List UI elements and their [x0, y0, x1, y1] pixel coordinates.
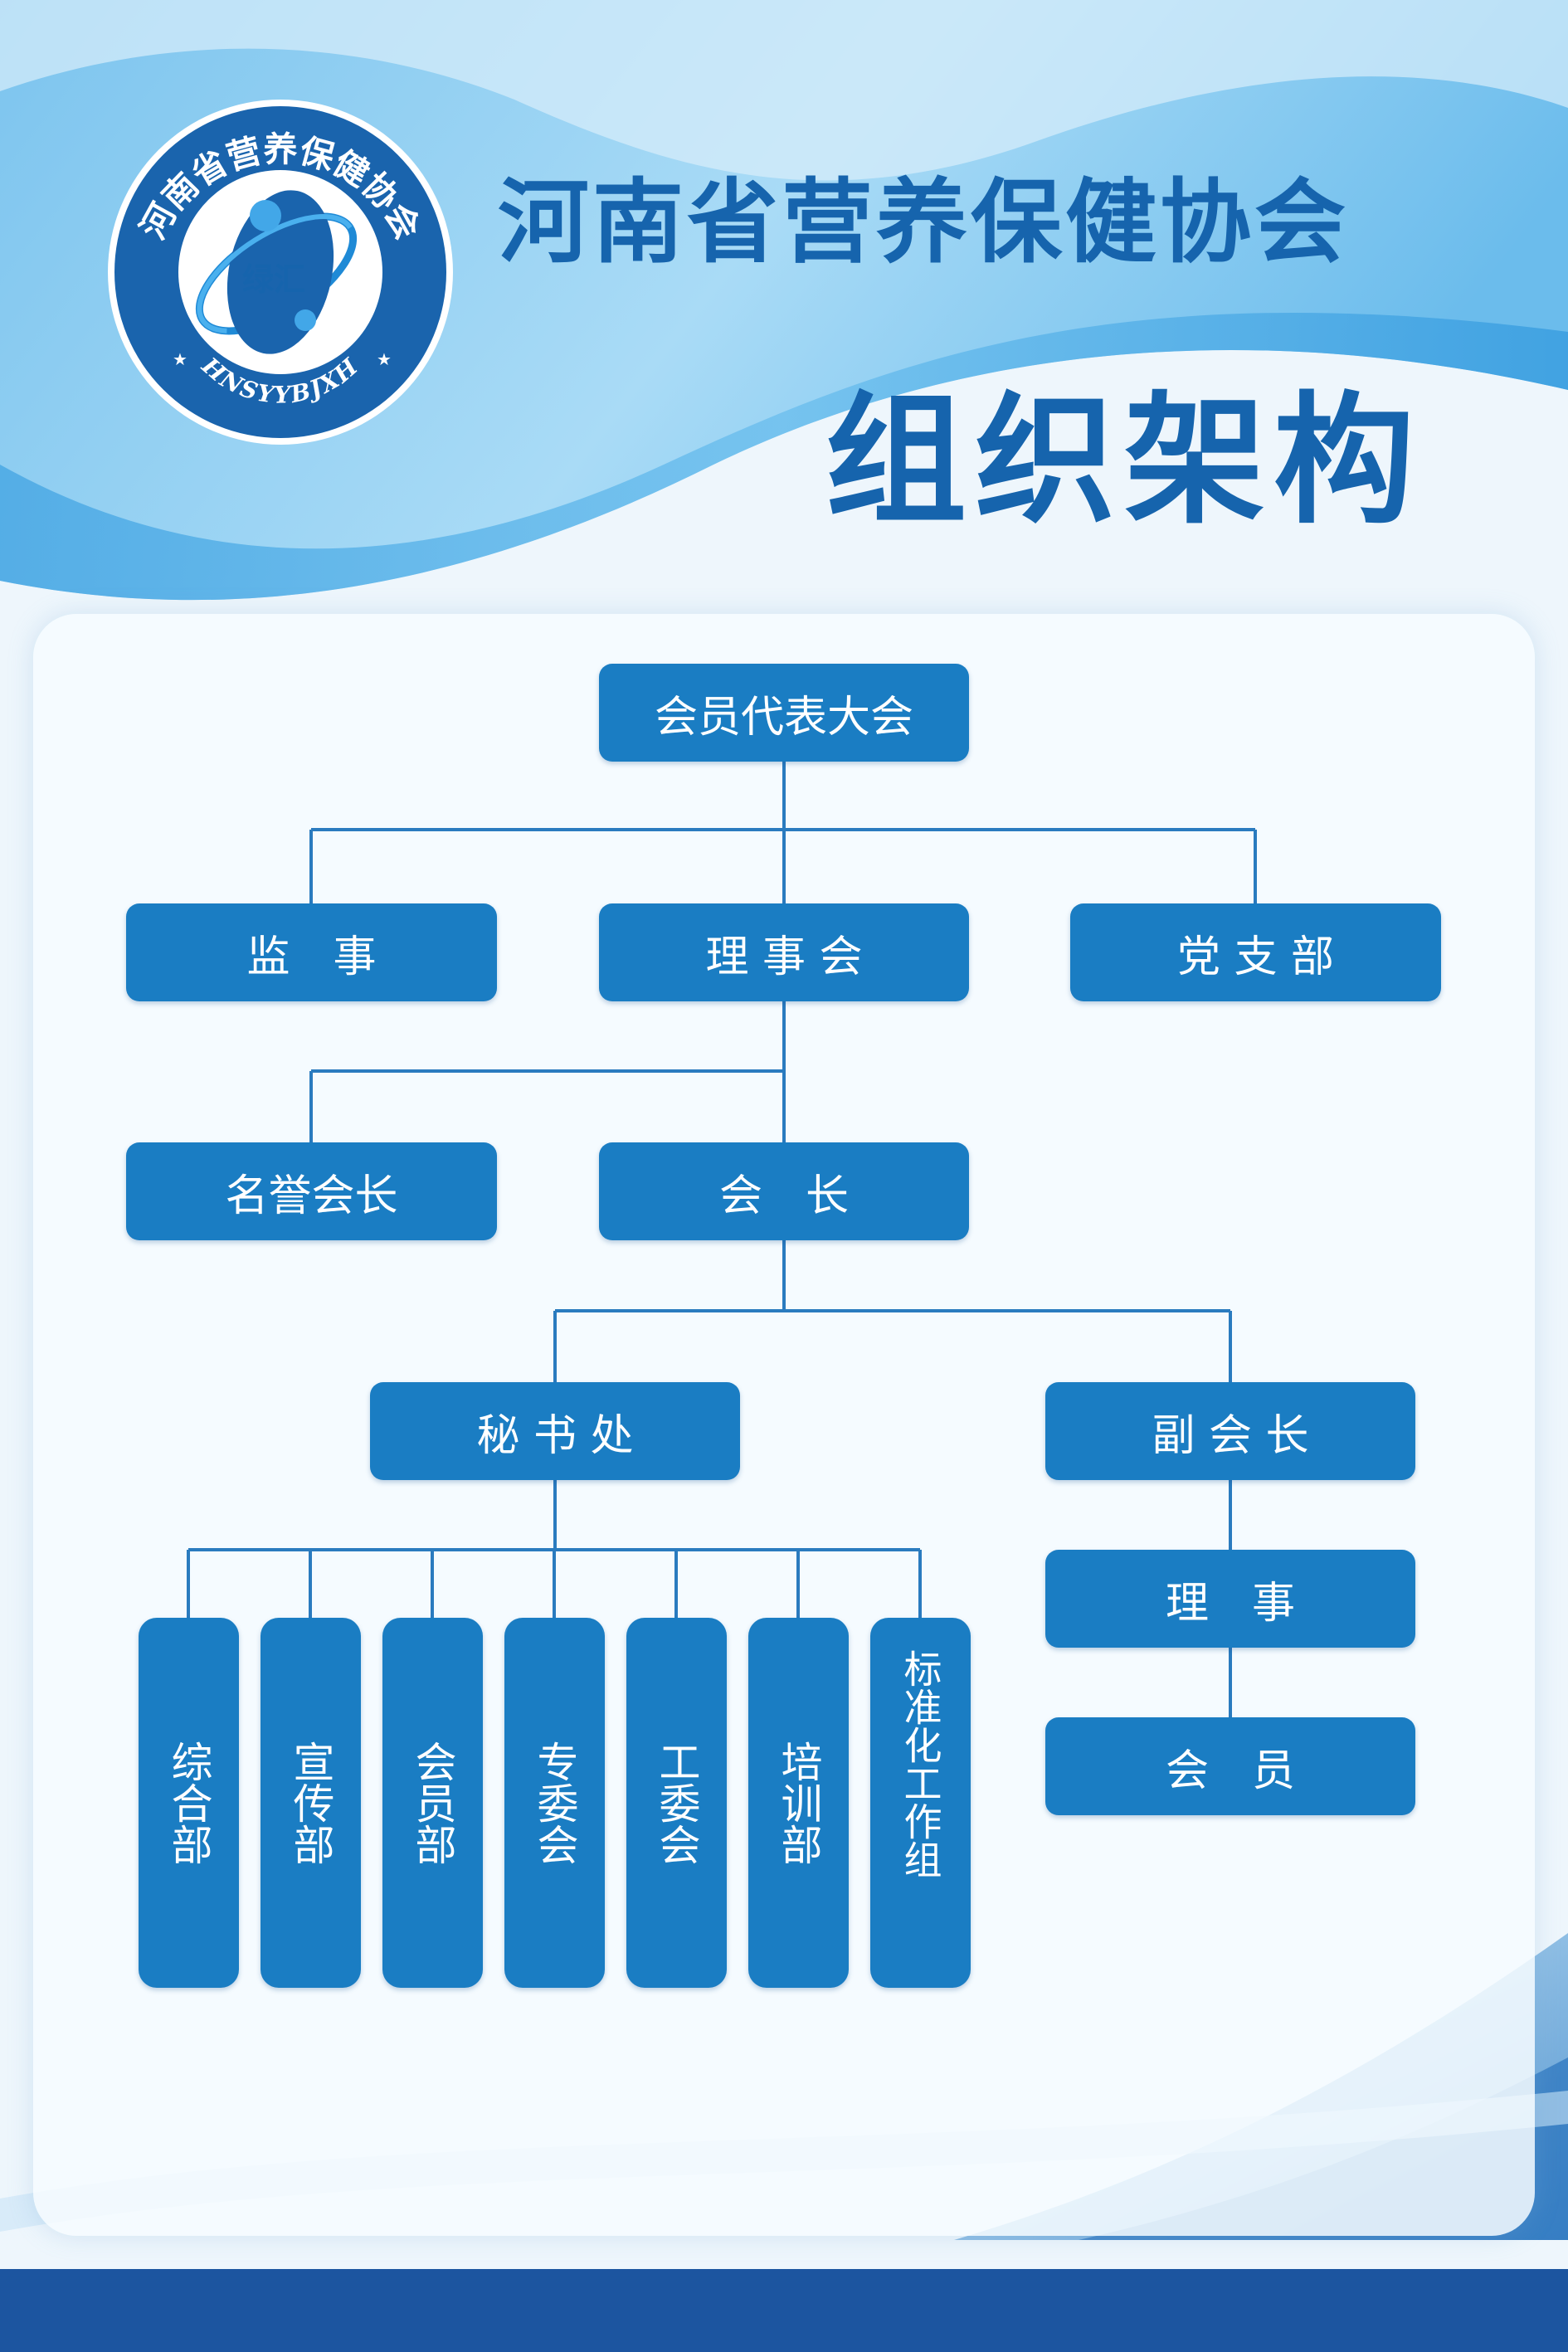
- org-name-heading: 河南省营养保健协会: [498, 168, 1349, 275]
- node-supervisor: 监 事: [126, 903, 497, 1001]
- node-department-working-committee: 工委会: [626, 1618, 727, 1988]
- node-vice-president: 副 会 长: [1045, 1382, 1415, 1480]
- node-members-assembly: 会员代表大会: [599, 664, 969, 762]
- node-party-branch: 党 支 部: [1070, 903, 1441, 1001]
- node-secretariat: 秘 书 处: [370, 1382, 740, 1480]
- node-council: 理 事 会: [599, 903, 969, 1001]
- node-department-general: 综合部: [139, 1618, 239, 1988]
- page-title: 组织架构: [825, 377, 1424, 543]
- node-president: 会 长: [599, 1142, 969, 1240]
- node-department-publicity: 宣传部: [261, 1618, 361, 1988]
- svg-text:★: ★: [377, 349, 392, 369]
- logo-center-text: 绿汇: [242, 261, 305, 298]
- node-honorary-president: 名誉会长: [126, 1142, 497, 1240]
- node-department-training: 培训部: [748, 1618, 849, 1988]
- node-department-standardization: 标准化工作组: [870, 1618, 971, 1988]
- node-department-special-committee: 专委会: [504, 1618, 605, 1988]
- svg-text:★: ★: [173, 349, 187, 369]
- node-member: 会 员: [1045, 1717, 1415, 1815]
- node-department-membership: 会员部: [382, 1618, 483, 1988]
- association-logo: 河南省营养保健协会 HNSYYBJXH ★ ★ 绿汇: [108, 100, 453, 445]
- node-director: 理 事: [1045, 1550, 1415, 1648]
